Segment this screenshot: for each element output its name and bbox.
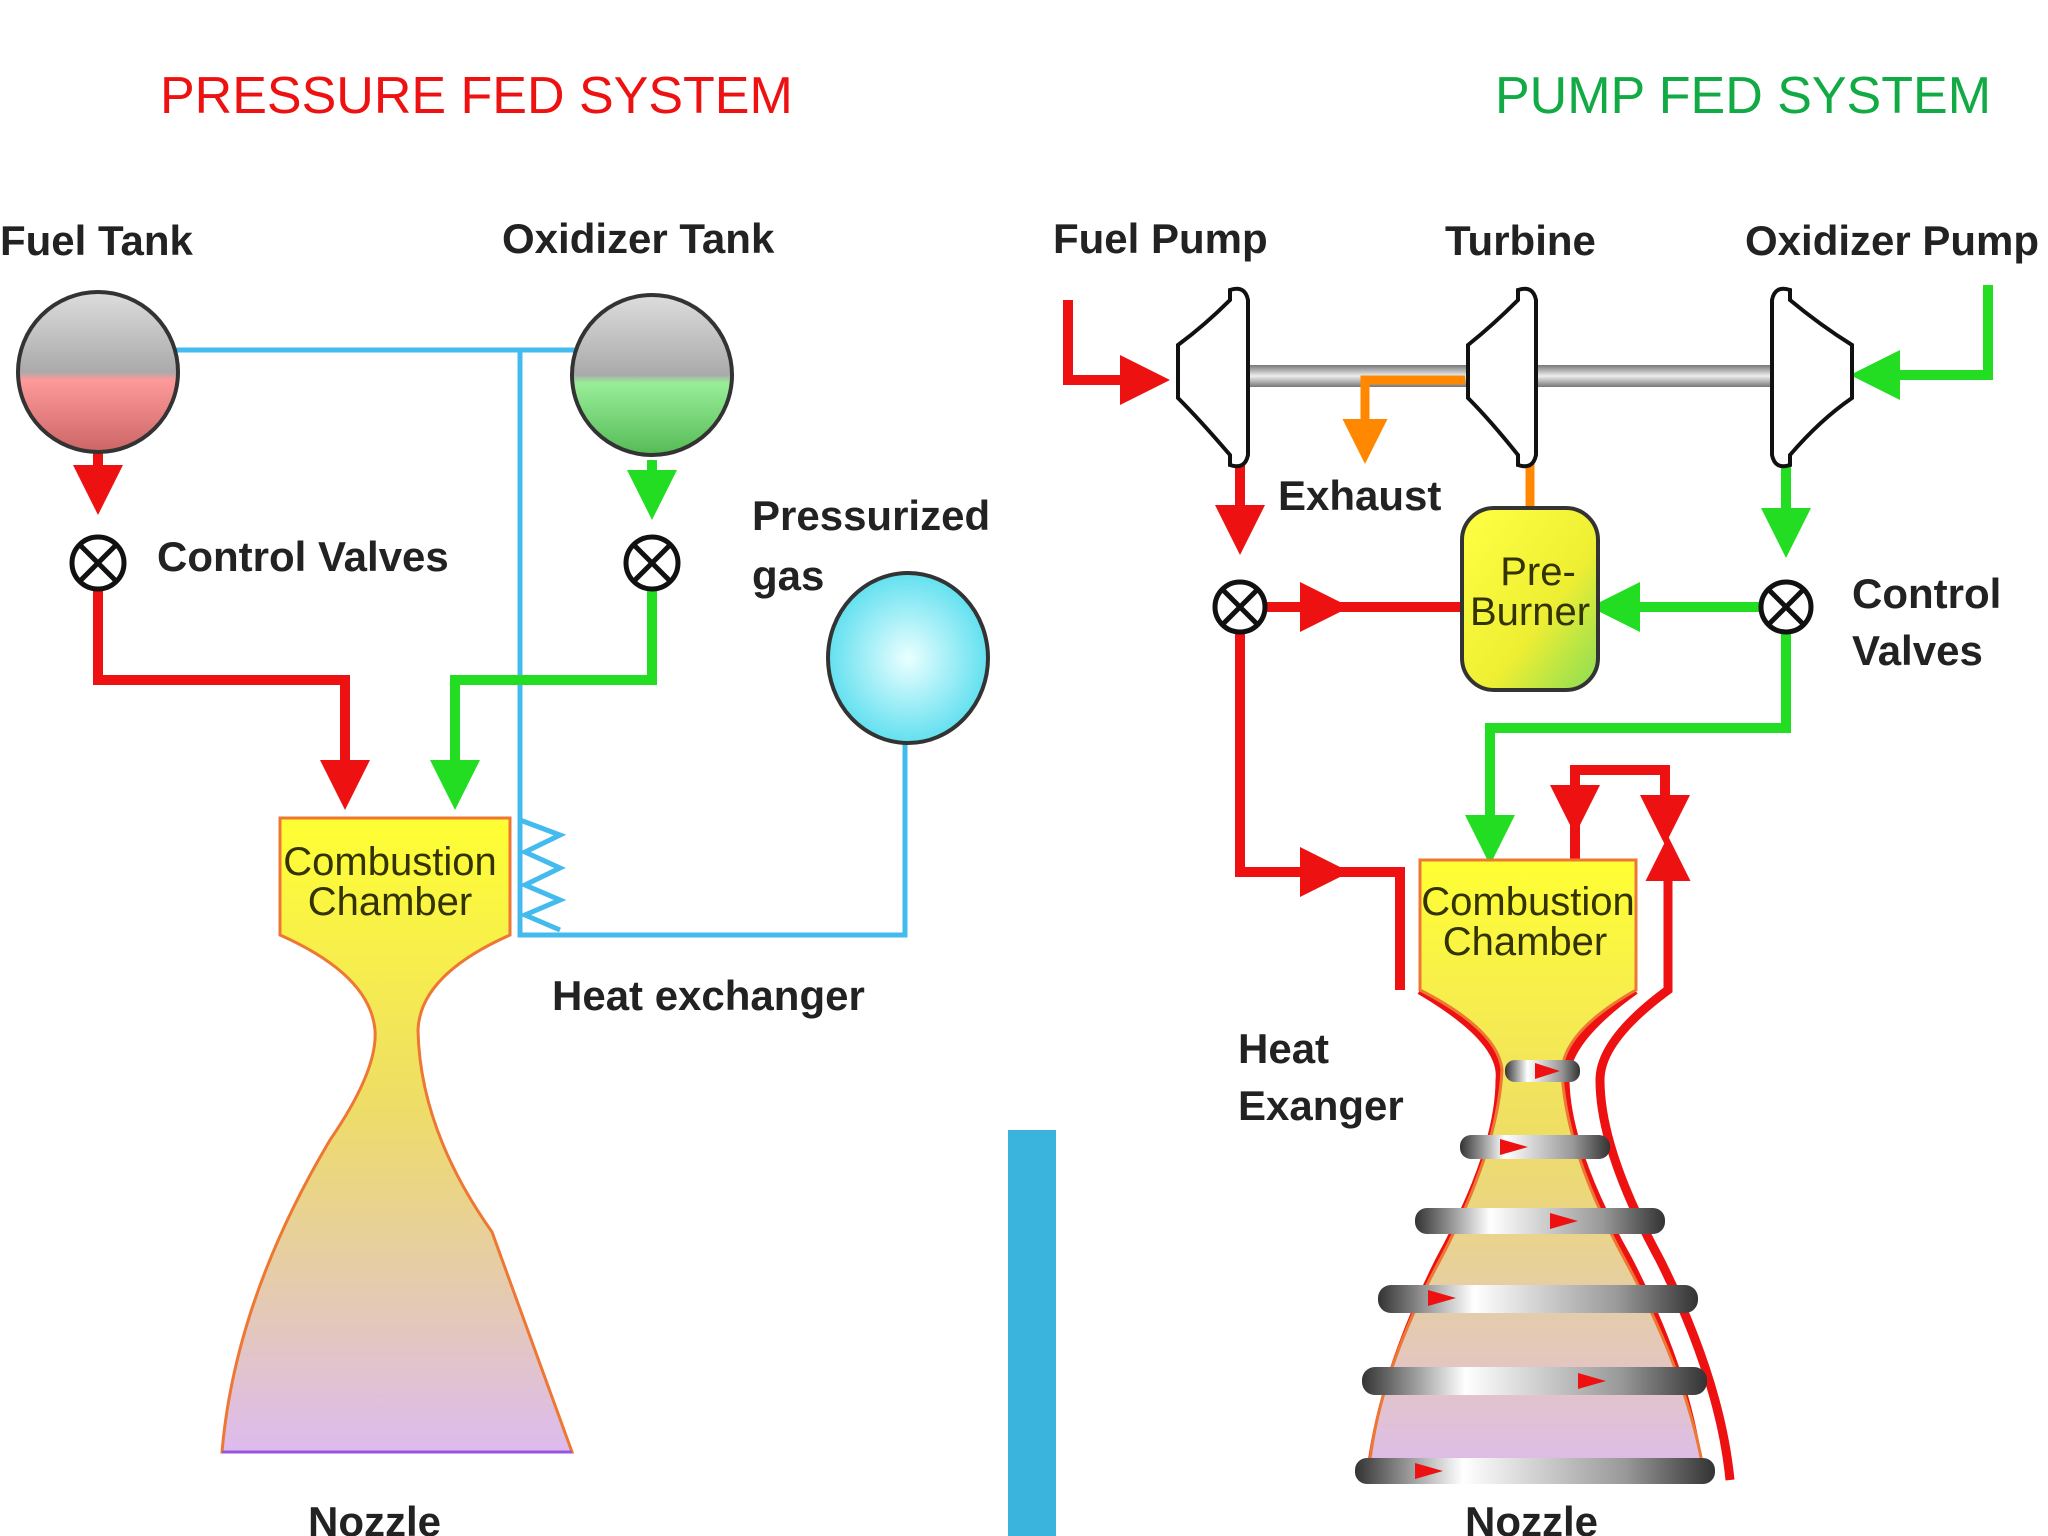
oxidizer-pump	[1770, 286, 1854, 469]
heat-exchanger-label-1: Heat	[1238, 1025, 1329, 1072]
cooling-bands	[1355, 1060, 1715, 1484]
pressure-fed-diagram: Fuel Tank Oxidizer Tank Control Valves P…	[0, 215, 990, 1536]
heat-exchanger-label-2: Exanger	[1238, 1082, 1404, 1129]
pump-fed-diagram: Fuel Pump Turbine Oxidizer Pump Exhaust …	[1053, 215, 2039, 1536]
fuel-tank	[16, 290, 180, 454]
pressurized-gas-label-1: Pressurized	[752, 492, 990, 539]
divider-bar	[1008, 1130, 1056, 1536]
heat-exchanger-label: Heat exchanger	[552, 972, 865, 1019]
pump-fed-title: PUMP FED SYSTEM	[1495, 67, 1992, 125]
oxidizer-control-valve	[623, 534, 681, 592]
combustion-chamber-label-1: Combustion	[283, 840, 496, 884]
preburner-label-1: Pre-	[1500, 550, 1576, 594]
control-valves-label: Control Valves	[157, 533, 449, 580]
preburner	[1460, 506, 1600, 692]
combustion-chamber-nozzle	[220, 816, 575, 1454]
preburner-label-2: Burner	[1470, 590, 1590, 634]
fuel-control-valve	[69, 534, 127, 592]
pump-nozzle-label: Nozzle	[1465, 1498, 1598, 1536]
fuel-pump	[1176, 286, 1250, 469]
fuel-pump-label: Fuel Pump	[1053, 215, 1268, 262]
pressurant-gas-lines	[170, 347, 908, 938]
pump-combustion-chamber-label-1: Combustion	[1421, 880, 1634, 924]
pressurized-gas-tank	[826, 571, 990, 745]
oxidizer-pump-label: Oxidizer Pump	[1745, 217, 2039, 264]
fuel-line	[73, 450, 370, 810]
pressure-fed-title: PRESSURE FED SYSTEM	[160, 67, 793, 125]
oxidizer-tank-label: Oxidizer Tank	[502, 215, 775, 262]
oxidizer-line	[430, 460, 677, 810]
exhaust-label: Exhaust	[1278, 472, 1441, 519]
oxidizer-tank	[570, 293, 734, 457]
turbine	[1466, 286, 1538, 469]
turbine-label: Turbine	[1445, 217, 1596, 264]
pump-fuel-control-valve	[1212, 579, 1268, 635]
pressurized-gas-label-2: gas	[752, 552, 824, 599]
combustion-chamber-label-2: Chamber	[308, 880, 473, 924]
pump-control-valves-label-2: Valves	[1852, 627, 1983, 674]
pump-oxidizer-line	[1465, 285, 1993, 865]
pump-control-valves-label-1: Control	[1852, 570, 2001, 617]
pump-combustion-chamber-label-2: Chamber	[1443, 920, 1608, 964]
nozzle-label: Nozzle	[308, 1498, 441, 1536]
pump-oxidizer-control-valve	[1758, 579, 1814, 635]
fuel-tank-label: Fuel Tank	[0, 217, 194, 264]
